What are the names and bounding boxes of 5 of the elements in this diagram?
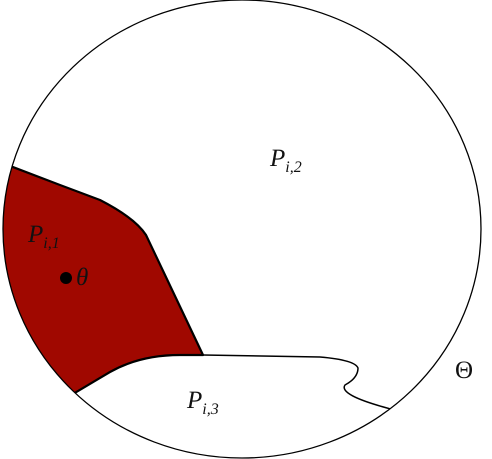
set-label: Θ bbox=[455, 358, 474, 383]
point-label: θ bbox=[76, 265, 88, 290]
region-label: P$_{i,3}$ bbox=[187, 388, 219, 418]
region-label: P$_{i,1}$ bbox=[28, 222, 60, 252]
region-label: P$_{i,2}$ bbox=[270, 146, 302, 176]
